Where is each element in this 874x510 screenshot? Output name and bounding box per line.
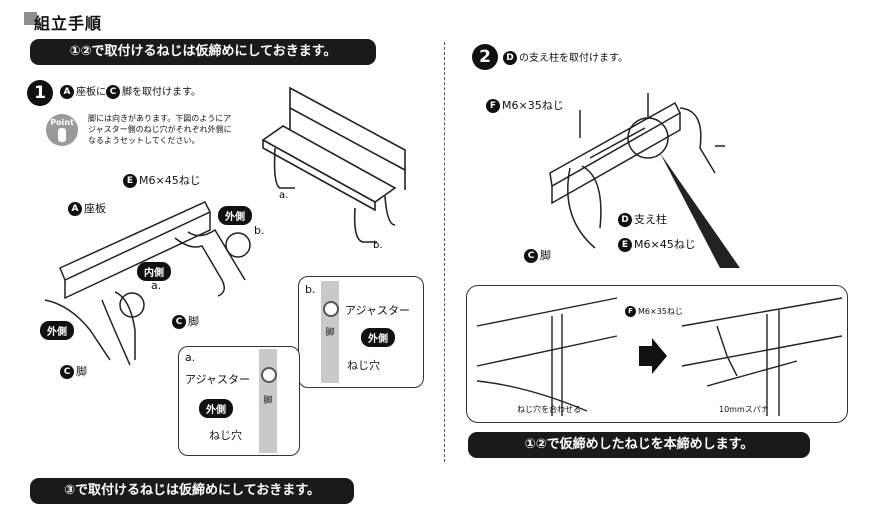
label-inner: 内側 (137, 262, 171, 281)
part-d-icon: D (503, 51, 517, 65)
label-outer-left: 外側 (40, 321, 74, 340)
inset-a-leg-label: 脚 (263, 396, 273, 406)
detail-drawing (476, 297, 843, 416)
bench-label-b: b. (373, 240, 383, 250)
callout-b: b. (254, 224, 265, 237)
banner-temporary-tighten: ①②で取付けるねじは仮締めにしておきます。 (30, 39, 376, 65)
title-marker (24, 12, 37, 25)
part-a-icon: A (60, 85, 74, 99)
step1-number: 1 (27, 80, 53, 106)
part-f-icon: F (486, 99, 500, 113)
banner-step3-temporary: ③で取付けるねじは仮締めにしておきます。 (30, 478, 354, 504)
part-e-icon: E (123, 174, 137, 188)
point-badge-label: Point (50, 118, 74, 127)
part-e-icon-2: E (618, 238, 632, 252)
label-leg-step2-text: 脚 (540, 249, 551, 262)
inset-a-leg-tube: 脚 (259, 349, 277, 453)
part-c-icon-4: C (524, 249, 538, 263)
part-c-icon-3: C (60, 365, 74, 379)
bench-label-a: a. (279, 190, 288, 201)
inset-b: b. 脚 アジャスター 外側 ねじ穴 (298, 276, 424, 388)
inset-a-adjuster-label: アジャスター (185, 373, 251, 386)
label-leg-right-text: 脚 (188, 315, 199, 328)
step1-text2: 脚を取付けます。 (122, 87, 201, 98)
column-divider (444, 42, 445, 462)
inset-a-screw-hole-label: ねじ穴 (209, 429, 242, 442)
part-a-icon-2: A (68, 202, 82, 216)
inset-b-adjuster-icon (323, 301, 339, 317)
point-text: 脚には向きがあります。下図のようにアジャスター側のねじ穴がそれぞれ外側になるよう… (88, 114, 232, 145)
inset-b-leg-tube: 脚 (321, 281, 339, 383)
label-screw-text: M6×45ねじ (139, 174, 201, 187)
page-title: 組立手順 (34, 14, 103, 33)
inset-a-adjuster-icon (261, 367, 277, 383)
inset-a-tag: a. (185, 351, 196, 364)
inset-b-outer: 外側 (361, 328, 395, 347)
callout-a: a. (151, 279, 162, 292)
inset-b-adjuster-label: アジャスター (345, 304, 411, 317)
detail-label-align: ねじ穴を合わせる (517, 405, 581, 414)
point-badge: Point (46, 114, 78, 146)
inset-b-leg-label: 脚 (325, 328, 335, 338)
seat-legs-exploded-drawing (44, 201, 251, 366)
detail-screw35-text: M6×35ねじ (638, 307, 683, 316)
bench-illustration: a. b. (261, 86, 406, 250)
label-screw45-text: M6×45ねじ (634, 238, 696, 251)
label-post-text: 支え柱 (634, 213, 667, 226)
detail-label-wrench: 10mmスパナ (719, 405, 769, 414)
step2-number: 2 (472, 44, 498, 70)
point-exclaim-icon (58, 128, 66, 142)
inset-a-outer: 外側 (199, 399, 233, 418)
part-d-icon-2: D (618, 213, 632, 227)
banner-final-tighten: ①②で仮締めしたねじを本締めします。 (468, 432, 810, 458)
part-f-icon-2: F (625, 306, 636, 317)
inset-b-tag: b. (305, 283, 316, 296)
label-seat-text: 座板 (84, 202, 106, 215)
label-leg-left-text: 脚 (76, 365, 87, 378)
support-post-drawing (549, 93, 740, 268)
part-c-icon-2: C (172, 315, 186, 329)
inset-a: a. 脚 アジャスター 外側 ねじ穴 (178, 346, 300, 456)
part-c-icon: C (106, 85, 120, 99)
inset-b-screw-hole-label: ねじ穴 (347, 359, 380, 372)
step1-text1: 座板に (76, 87, 106, 98)
label-outer-right: 外側 (218, 206, 252, 225)
label-screw35-text: M6×35ねじ (502, 99, 564, 112)
step2-text: の支え柱を取付けます。 (519, 53, 628, 64)
